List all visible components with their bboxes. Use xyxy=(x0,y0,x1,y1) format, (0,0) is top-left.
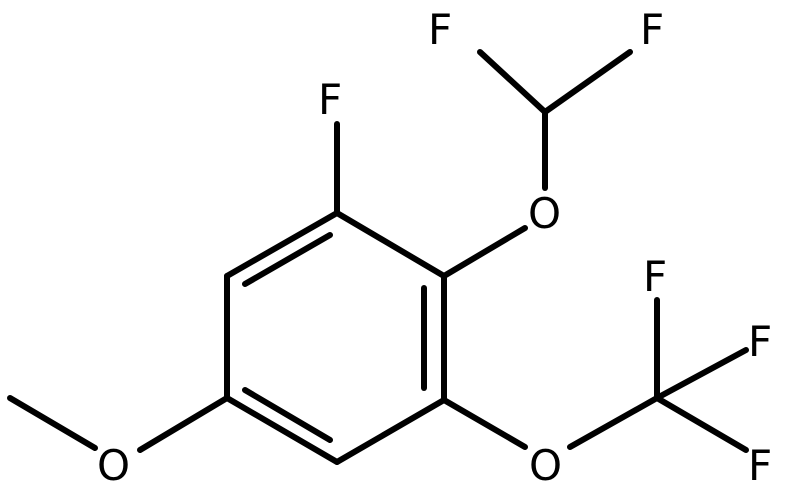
atom-f-cf3-top: F xyxy=(643,252,667,301)
bond-ring-c3-c4-inner xyxy=(242,387,333,443)
substituent-bonds xyxy=(7,49,749,453)
bond-ring-c4-c5 xyxy=(334,397,447,465)
atom-o-methoxy: O xyxy=(97,441,130,490)
atom-o-difluoromethoxy: O xyxy=(528,189,561,238)
atom-o-trifluoromethoxy: O xyxy=(529,441,562,490)
bond-cf3-f-bottom xyxy=(654,395,749,453)
bond-ring-c1-c2-inner xyxy=(242,232,333,287)
bond-ring-c6-c1 xyxy=(334,210,447,279)
bond-c5-o xyxy=(441,397,528,450)
bond-chf2-f-left xyxy=(477,49,548,115)
bond-ring-c1-c2 xyxy=(224,210,340,279)
atom-labels: F O F F O O F F F xyxy=(97,5,772,490)
atom-f-cf3-bottom: F xyxy=(748,441,772,490)
bond-ring-c3-c4 xyxy=(224,395,340,465)
atom-f-chf2-left: F xyxy=(428,5,452,54)
benzene-ring xyxy=(224,210,447,465)
atom-f-chf2-right: F xyxy=(640,5,664,54)
bond-cf3-f-middle xyxy=(654,347,749,401)
bond-o-cf3 xyxy=(567,395,660,450)
atom-f-ring: F xyxy=(318,75,342,124)
bond-chf2-f-right xyxy=(542,49,633,115)
atom-f-cf3-middle: F xyxy=(748,317,772,366)
bond-o-methyl xyxy=(7,395,98,451)
bond-c6-o xyxy=(441,225,528,279)
bond-c3-o-methoxy xyxy=(137,395,230,453)
